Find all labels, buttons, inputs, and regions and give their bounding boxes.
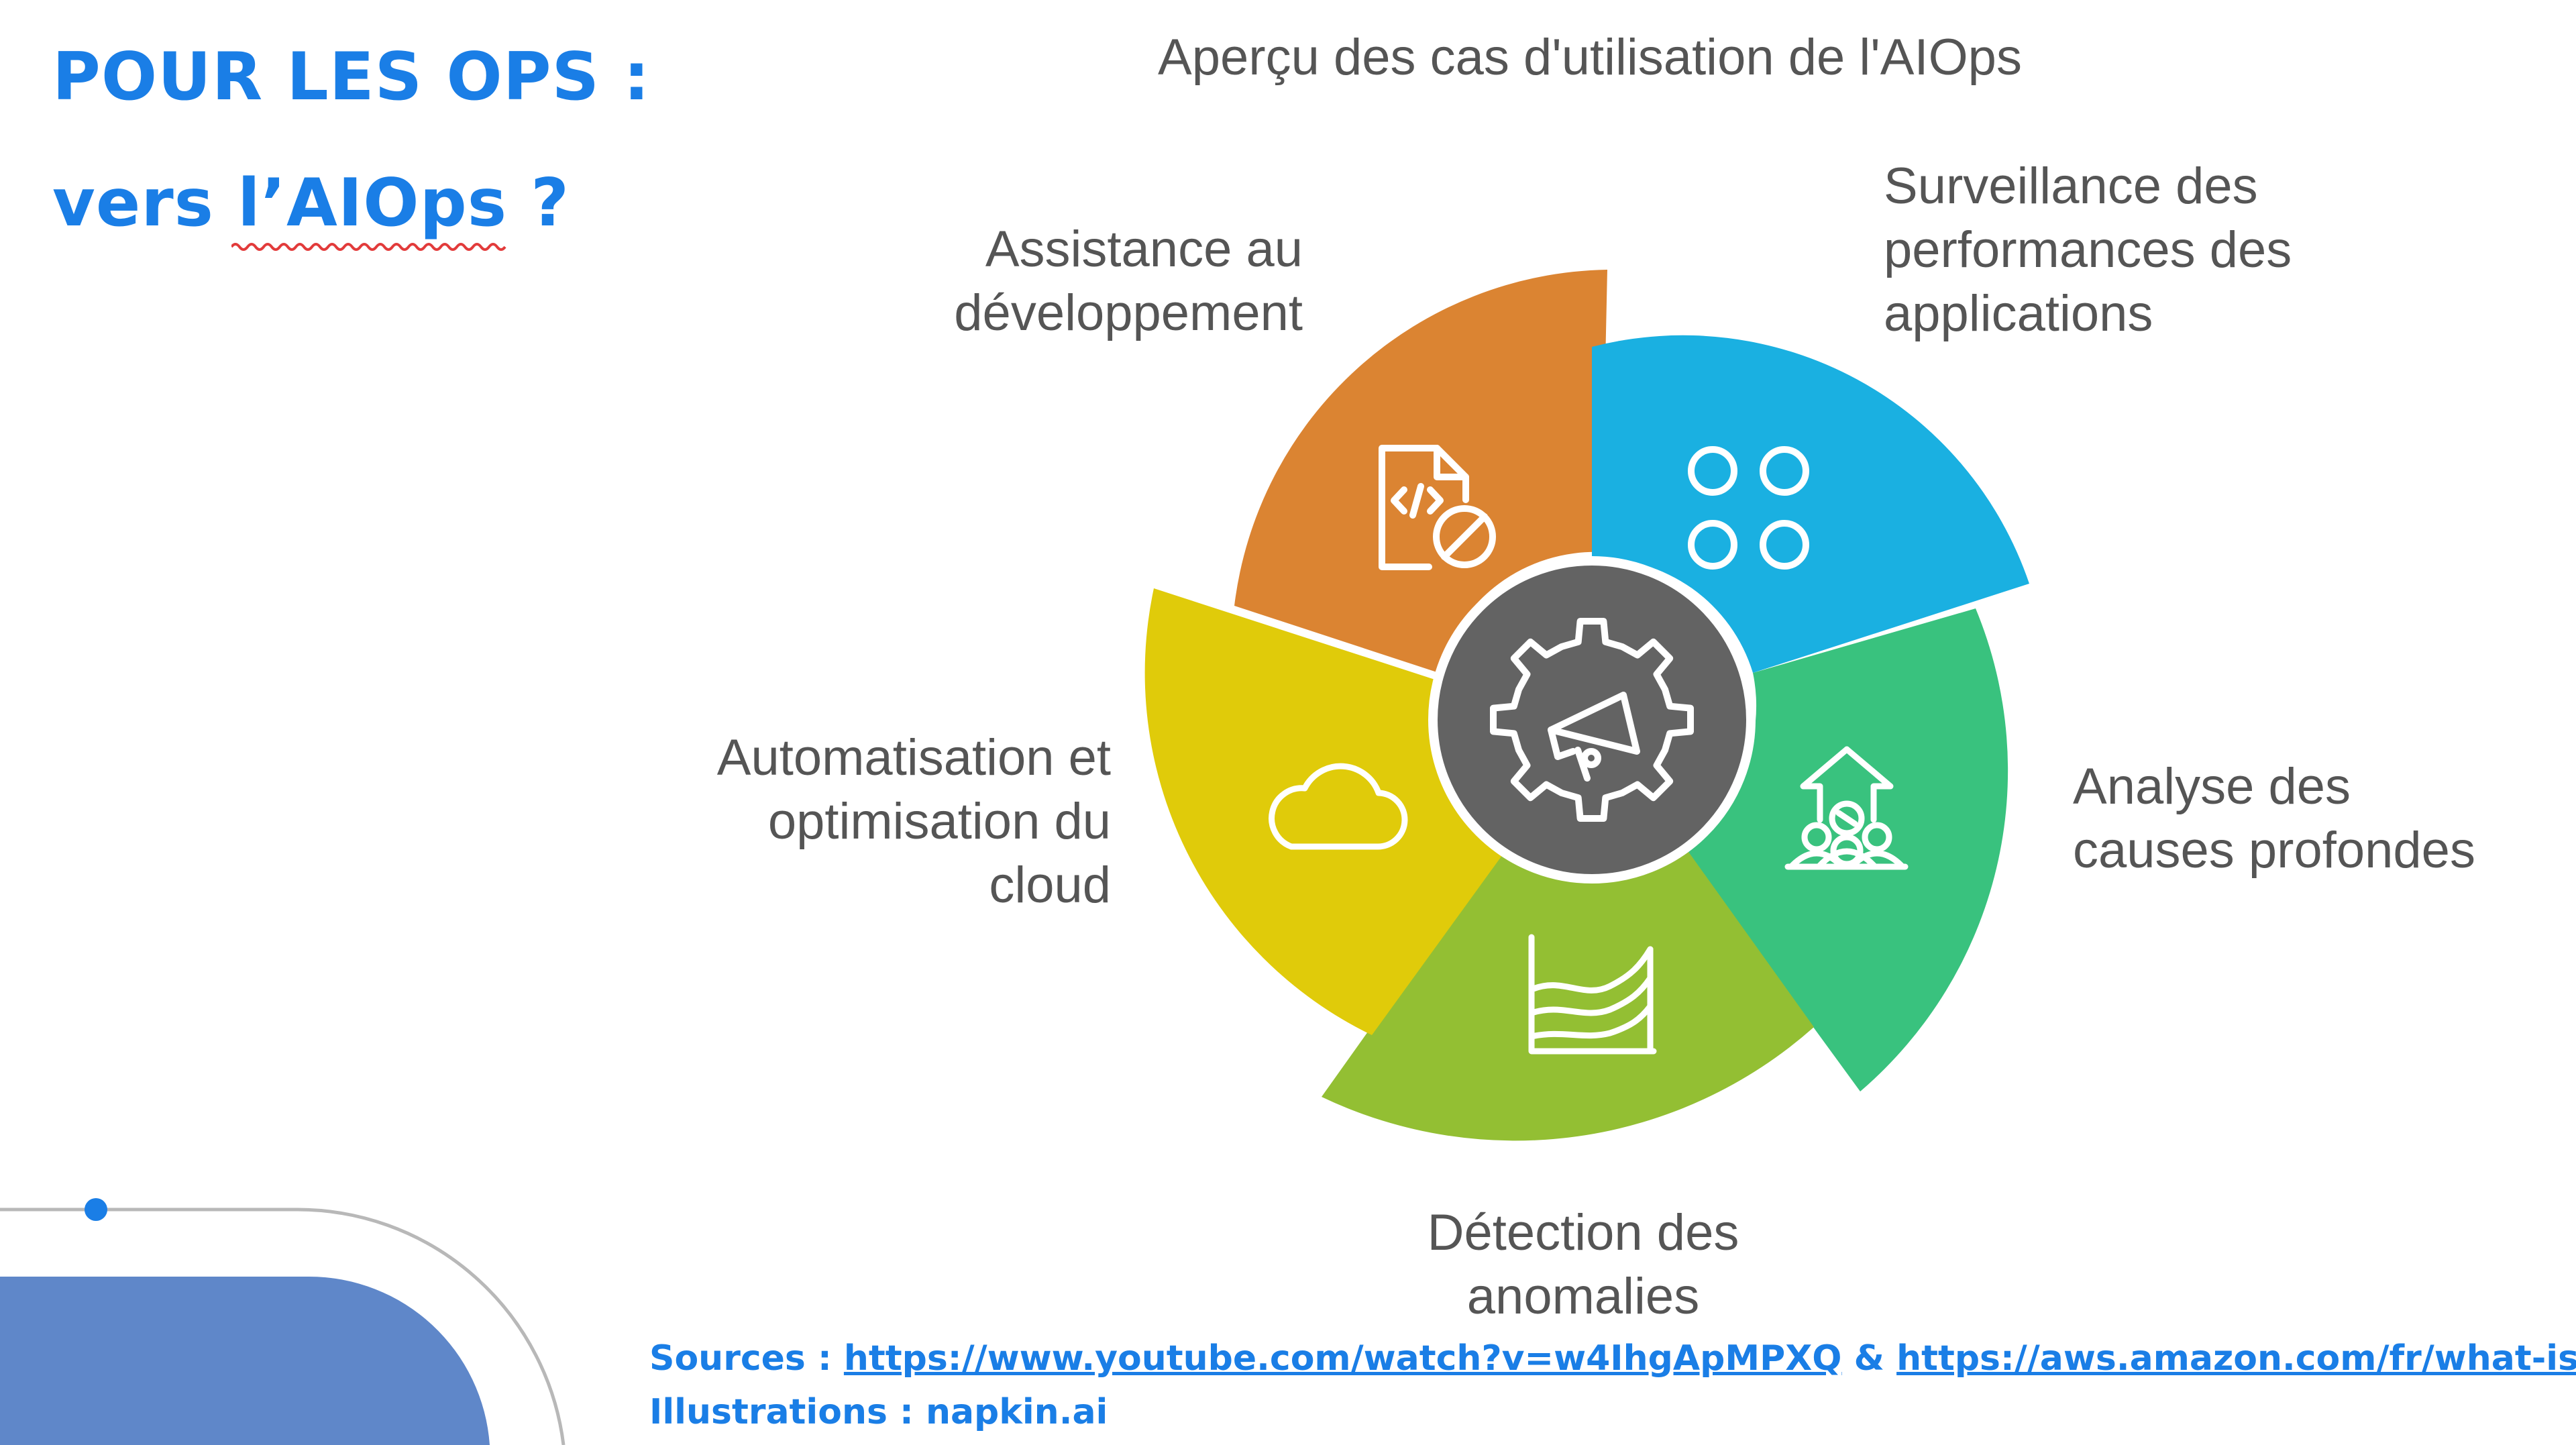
segment-anomaly-detection (1322, 850, 1814, 1141)
label-line: Automatisation et (716, 729, 1111, 786)
corner-arc-line (0, 1208, 566, 1445)
label-line: Analyse des (2073, 758, 2351, 815)
corner-dot (85, 1198, 107, 1221)
four-circles-grid-icon (1688, 446, 1809, 570)
cloud-icon (1269, 763, 1408, 850)
area-chart-icon (1528, 934, 1657, 1055)
label-line: applications (1884, 285, 2153, 342)
segment-cloud-automation (1144, 588, 1506, 1035)
label-line: développement (954, 284, 1303, 341)
diagram-title: Aperçu des cas d'utilisation de l'AIOps (1158, 29, 2022, 86)
segment-dev-assistance (1234, 270, 1607, 673)
label-line: Surveillance des (1884, 158, 2258, 215)
sources-separator: & (1841, 1338, 1897, 1379)
label-performance-monitoring: Surveillance des performances des applic… (1884, 154, 2292, 345)
label-anomaly-detection: Détection des anomalies (1382, 1201, 1784, 1328)
segment-performance-monitoring (1592, 335, 2029, 673)
label-line: performances des (1884, 221, 2292, 278)
slide-title-line-2: vers l’AIOps ? (52, 165, 570, 242)
label-root-cause-analysis: Analyse des causes profondes (2073, 755, 2475, 882)
label-line: Détection des (1427, 1204, 1739, 1261)
label-line: Assistance au (985, 221, 1303, 278)
label-cloud-automation: Automatisation et optimisation du cloud (717, 726, 1111, 917)
source-link-aws[interactable]: https://aws.amazon.com/fr/what-is/aiops (1896, 1338, 2576, 1379)
slide-title-line-1: POUR LES OPS : (52, 39, 651, 115)
label-line: optimisation du (767, 793, 1111, 850)
hub-circle (1428, 556, 1756, 884)
label-line: causes profondes (2073, 822, 2475, 879)
label-dev-assistance: Assistance au développement (954, 217, 1303, 345)
code-file-blocked-icon (1379, 445, 1496, 570)
gear-megaphone-icon (1490, 618, 1694, 822)
sources-prefix: Sources : (649, 1338, 844, 1379)
spellcheck-squiggle (231, 243, 506, 251)
source-link-youtube[interactable]: https://www.youtube.com/watch?v=w4IhgApM… (843, 1338, 1842, 1379)
label-line: anomalies (1466, 1268, 1700, 1325)
sources-line: Sources : https://www.youtube.com/watch?… (649, 1338, 2576, 1379)
illustrations-credit: Illustrations : napkin.ai (649, 1392, 1108, 1432)
label-line: cloud (989, 857, 1111, 914)
corner-blue-shape (0, 1276, 490, 1445)
team-arrow-up-icon (1784, 746, 1909, 870)
